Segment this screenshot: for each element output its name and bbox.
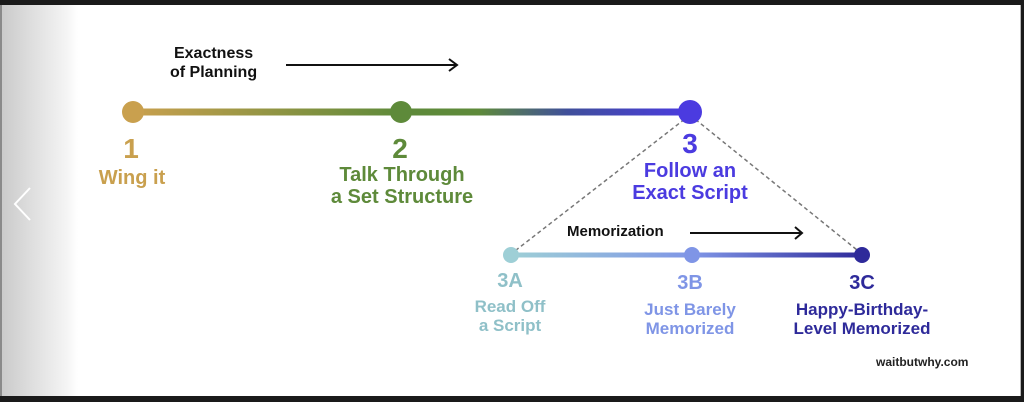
node-stage-1 [122, 101, 144, 123]
left-nav-fade [0, 5, 78, 396]
dashed-line-left [510, 114, 691, 255]
node-stage-3c [854, 247, 870, 263]
stage-3b-name: Just Barely Memorized [644, 300, 736, 339]
left-edge [0, 5, 2, 396]
stage-3c-name: Happy-Birthday- Level Memorized [793, 300, 931, 339]
main-axis-label: Exactness of Planning [170, 45, 258, 82]
node-stage-2 [390, 101, 412, 123]
credit-text: waitbutwhy.com [876, 355, 969, 369]
stage-3-number: 3 [682, 128, 698, 159]
main-axis-arrowhead [448, 58, 459, 72]
sub-axis-label: Memorization [567, 223, 664, 240]
node-stage-3 [678, 100, 702, 124]
stage-3c-number: 3C [849, 272, 875, 294]
stage-3a-number: 3A [497, 270, 523, 292]
node-stage-3a [503, 247, 519, 263]
stage-2-name: Talk Through a Set Structure [330, 164, 474, 209]
stage-1-name: Wing it [98, 167, 166, 189]
stage-3a-name: Read Off a Script [474, 297, 546, 336]
stage-3b-number: 3B [677, 272, 703, 294]
sub-axis-arrowhead [794, 226, 804, 240]
stage-2-number: 2 [392, 133, 408, 164]
node-stage-3b [684, 247, 700, 263]
dashed-line-right [689, 114, 863, 255]
stage-1-number: 1 [123, 133, 139, 164]
previous-button[interactable] [10, 184, 36, 224]
image-frame [0, 5, 1021, 396]
stage-3-name: Follow an Exact Script [632, 160, 748, 205]
chevron-left-icon [13, 187, 31, 221]
